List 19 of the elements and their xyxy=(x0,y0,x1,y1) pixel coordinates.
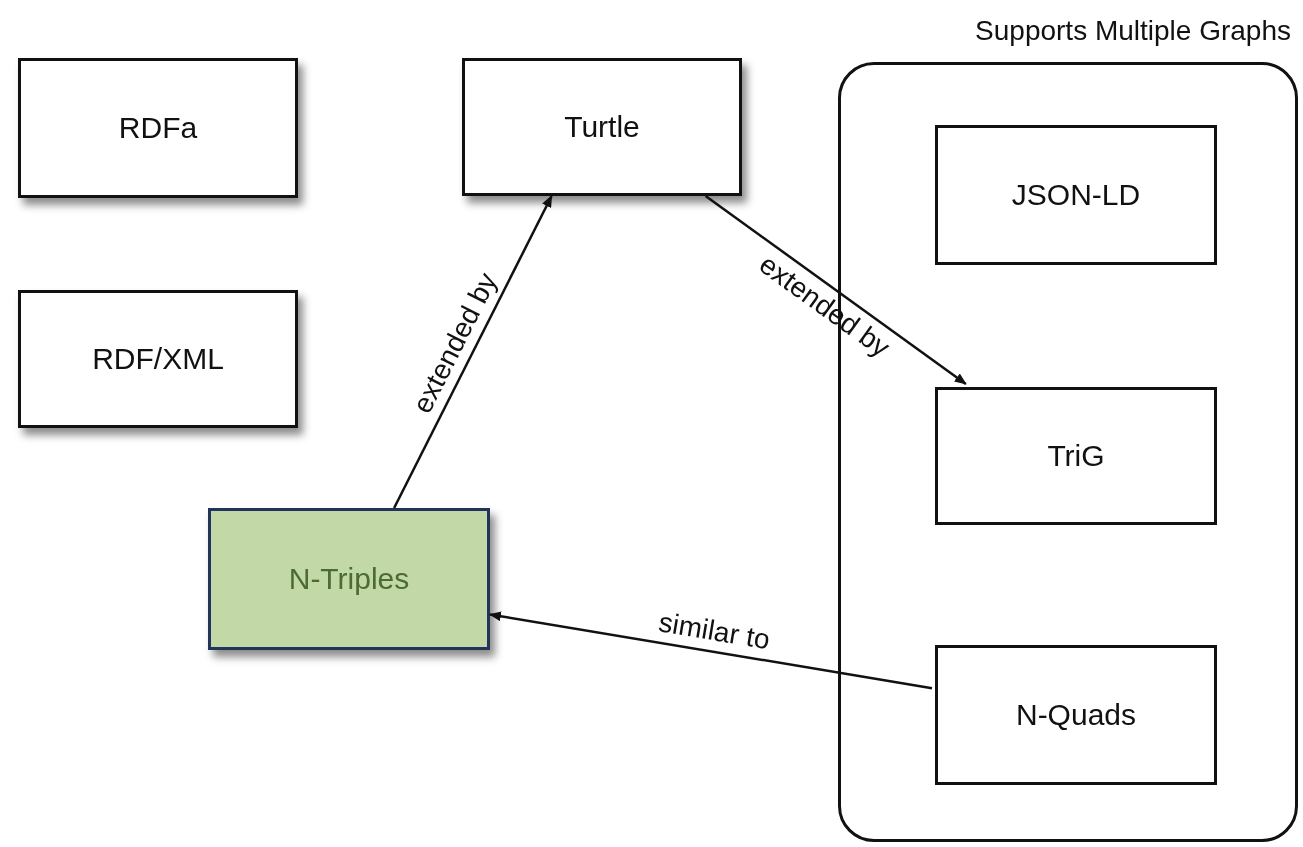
edge-label: similar to xyxy=(655,608,774,655)
format-box xyxy=(935,645,1217,785)
arrow xyxy=(393,195,553,509)
format-name: N-Quads xyxy=(1015,698,1136,732)
format-name: RDFa xyxy=(118,111,198,145)
format-name: Turtle xyxy=(564,110,640,144)
format-name: TriG xyxy=(1047,439,1105,473)
arrow xyxy=(704,195,967,385)
group-title: Supports Multiple Graphs xyxy=(975,15,1291,47)
format-name: JSON-LD xyxy=(1011,178,1141,212)
format-box xyxy=(462,58,742,196)
format-box xyxy=(18,290,298,428)
format-name: N-Triples xyxy=(288,562,410,596)
format-box xyxy=(935,387,1217,525)
format-box xyxy=(935,125,1217,265)
format-box xyxy=(208,508,490,650)
arrow xyxy=(489,611,933,690)
format-name: RDF/XML xyxy=(92,342,224,376)
format-box xyxy=(18,58,298,198)
